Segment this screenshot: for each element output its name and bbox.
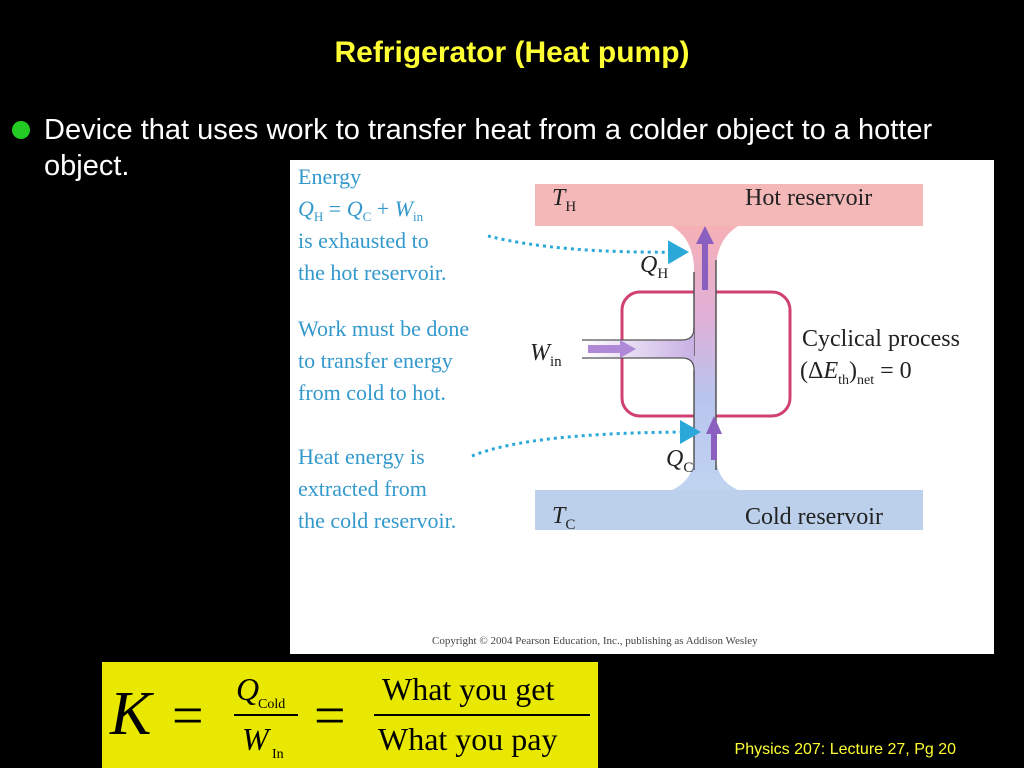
copyright-notice: Copyright © 2004 Pearson Education, Inc.…: [432, 635, 758, 647]
cold-reservoir-band: [535, 490, 923, 530]
formula-q-subscript: Cold: [258, 697, 285, 712]
work-note-line1: Work must be done: [298, 316, 469, 341]
heat-note-line1: Heat energy is: [298, 444, 425, 469]
refrigerator-diagram: Energy QH = QC + Win is exhausted to the…: [290, 160, 994, 654]
formula-numerator-text: What you get: [382, 671, 555, 707]
hot-reservoir-label: Hot reservoir: [745, 185, 872, 211]
work-note-line2: to transfer energy: [298, 348, 453, 373]
heat-note-line3: the cold reservoir.: [298, 508, 456, 533]
formula-w-subscript: In: [272, 747, 284, 762]
energy-note-line4: the hot reservoir.: [298, 260, 446, 285]
q-hot-label: QH: [640, 252, 668, 282]
slide-title: Refrigerator (Heat pump): [334, 36, 690, 69]
formula-q: Q: [236, 671, 259, 707]
formula-w: W: [242, 721, 272, 757]
heat-cold-arrow-icon: [706, 416, 722, 460]
bullet-text: Device that uses work to transfer heat f…: [44, 114, 933, 182]
formula-canvas: K = Q Cold W In = What you get What you …: [109, 671, 590, 762]
q-cold-label: QC: [666, 446, 693, 476]
energy-note-equation: QH = QC + Win: [298, 196, 424, 224]
w-in-label: Win: [530, 340, 562, 370]
extract-pointer-arrow: [471, 420, 701, 458]
equation-rhs: = 0: [874, 358, 912, 384]
work-note-line3: from cold to hot.: [298, 380, 446, 405]
formula-equals-2: =: [314, 685, 346, 747]
work-arrow-icon: [588, 340, 636, 358]
cyclical-equation: (ΔEth)net = 0: [800, 358, 912, 388]
heat-note-line2: extracted from: [298, 476, 427, 501]
coefficient-formula: K = Q Cold W In = What you get What you …: [102, 662, 598, 768]
work-pipe-edge-top: [582, 327, 695, 341]
energy-pipe: [672, 226, 738, 490]
work-input-pipe: [582, 328, 694, 370]
formula-denominator-text: What you pay: [378, 721, 558, 757]
slide-footer: Physics 207: Lecture 27, Pg 20: [734, 741, 956, 758]
cold-reservoir-label: Cold reservoir: [745, 504, 883, 530]
energy-note-line1: Energy: [298, 164, 361, 189]
formula-k: K: [109, 680, 155, 748]
cyclical-process-label: Cyclical process: [802, 326, 960, 352]
exhaust-pointer-arrow: [487, 234, 689, 265]
work-pipe-edge-bottom: [582, 357, 695, 371]
diagram-canvas: Energy QH = QC + Win is exhausted to the…: [298, 164, 960, 647]
formula-equals-1: =: [172, 685, 204, 747]
bullet-dot-icon: [12, 121, 30, 139]
heat-hot-arrow-icon: [696, 226, 714, 290]
hot-reservoir-band: [535, 184, 923, 226]
energy-note-line3: is exhausted to: [298, 228, 429, 253]
